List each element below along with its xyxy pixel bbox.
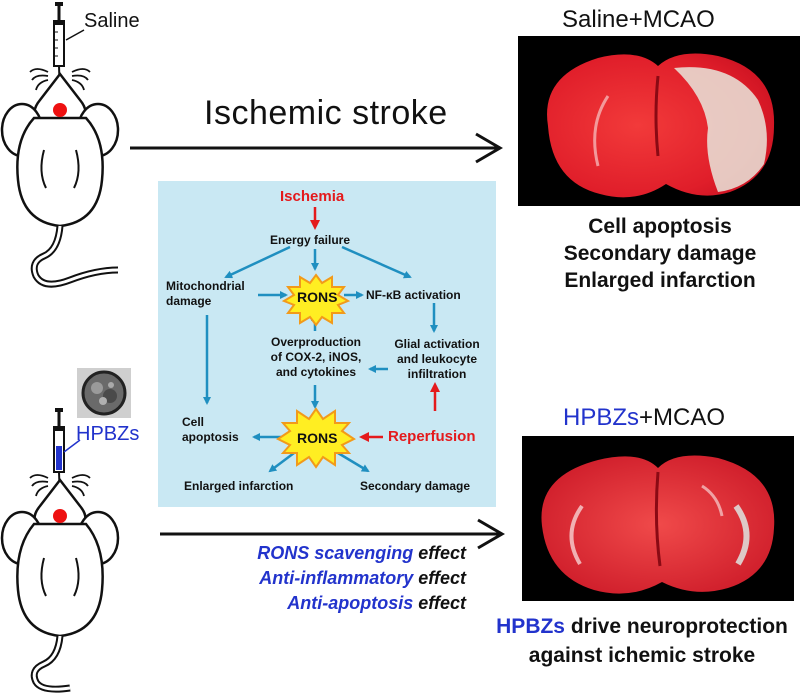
rons-burst-bottom-icon <box>276 407 356 469</box>
rons-burst-top-icon <box>281 273 351 327</box>
effect-item: RONS scavenging effect <box>257 543 466 563</box>
bottom-injection-site-icon <box>53 509 67 523</box>
rons-label-top: RONS <box>297 289 338 305</box>
effect-item: Anti-apoptosis effect <box>287 593 466 613</box>
top-outcome-list: Cell apoptosis Secondary damage Enlarged… <box>520 213 800 294</box>
secondary-damage-label: Secondary damage <box>360 479 471 493</box>
enlarged-infarction-label: Enlarged infarction <box>184 479 294 493</box>
bottom-brain-title-drug: HPBZs <box>563 404 640 431</box>
ischemia-label: Ischemia <box>280 188 345 205</box>
mitochondrial-damage-label: Mitochondrial damage <box>166 279 245 308</box>
bottom-brain-slice-image <box>522 436 794 601</box>
conclusion-line-1: HPBZs drive neuroprotection <box>496 615 788 638</box>
top-mouse-illustration <box>0 2 120 288</box>
rons-label-bottom: RONS <box>297 430 338 446</box>
top-brain-slice-image <box>518 36 800 206</box>
outcome-item: Enlarged infarction <box>564 269 756 292</box>
top-brain-title: Saline+MCAO <box>562 6 715 33</box>
bottom-mouse-label: HPBZs <box>76 423 140 445</box>
outcome-item: Secondary damage <box>563 242 757 265</box>
bottom-mouse-illustration <box>0 408 120 693</box>
top-mouse-label: Saline <box>84 10 140 32</box>
conclusion-text: HPBZs drive neuroprotection against iche… <box>475 612 809 670</box>
mechanism-panel: Ischemia Energy failure Mitochondrial da… <box>158 181 496 507</box>
effects-list: RONS scavenging effect Anti-inflammatory… <box>196 541 466 616</box>
energy-failure-label: Energy failure <box>270 233 351 247</box>
top-syringe-icon <box>53 2 85 97</box>
bottom-main-arrow <box>160 518 505 550</box>
hpbz-particle-image <box>77 368 131 418</box>
cell-apoptosis-label: Cell apoptosis <box>182 415 239 444</box>
top-injection-site-icon <box>53 103 67 117</box>
reperfusion-label: Reperfusion <box>388 428 476 445</box>
conclusion-line-2: against ichemic stroke <box>528 644 756 667</box>
bottom-syringe-icon <box>53 408 81 501</box>
bottom-brain-title-rest: +MCAO <box>639 404 726 431</box>
nfkb-activation-label: NF-κB activation <box>366 288 461 302</box>
top-arrow-label: Ischemic stroke <box>204 94 448 132</box>
overproduction-label: Overproduction of COX-2, iNOS, and cytok… <box>270 335 362 379</box>
outcome-item: Cell apoptosis <box>588 215 732 238</box>
effect-item: Anti-inflammatory effect <box>259 568 466 588</box>
glial-activation-label: Glial activation and leukocyte infiltrat… <box>394 337 480 381</box>
mechanism-flow-arrows <box>203 207 440 473</box>
bottom-brain-title: HPBZs+MCAO <box>563 404 725 432</box>
top-main-arrow <box>130 132 503 164</box>
